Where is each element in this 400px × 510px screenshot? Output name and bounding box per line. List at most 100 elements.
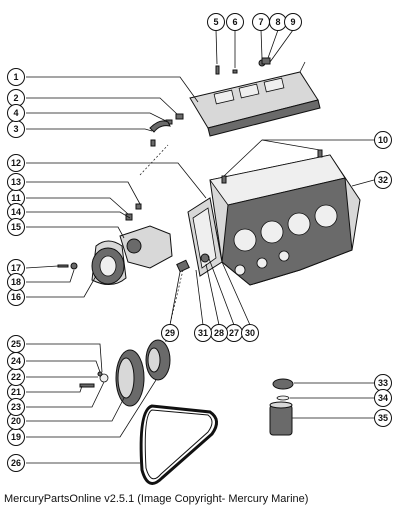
callout-leader-12 — [26, 162, 207, 199]
callout-circle-30 — [241, 324, 259, 342]
callout-number-14: 14 — [11, 207, 21, 217]
callout-number-13: 13 — [11, 177, 21, 187]
callout-32: 32 — [374, 171, 392, 189]
callout-leader-17 — [25, 265, 59, 269]
callout-leader-4 — [26, 112, 167, 122]
callout-2: 2 — [7, 89, 25, 107]
callout-26: 26 — [7, 454, 25, 472]
callout-leader-3 — [26, 128, 153, 132]
callout-leader-18 — [26, 269, 75, 283]
callout-number-22: 22 — [11, 372, 21, 382]
callout-7: 7 — [252, 13, 270, 31]
callout-number-25: 25 — [11, 339, 21, 349]
callout-18: 18 — [7, 273, 25, 291]
callout-number-26: 26 — [11, 458, 21, 468]
callout-leader-9 — [269, 29, 294, 63]
callout-leader-10-b — [261, 139, 321, 151]
callout-30: 30 — [241, 324, 259, 342]
callout-leader-11 — [26, 197, 129, 215]
callout-35: 35 — [374, 409, 392, 427]
callout-number-9: 9 — [290, 17, 295, 27]
callout-circle-29 — [161, 324, 179, 342]
callout-leader-24 — [26, 360, 101, 373]
callout-25: 25 — [7, 335, 25, 353]
callout-circle-10 — [374, 131, 392, 149]
callout-6: 6 — [226, 13, 244, 31]
hub-pulley-illustration — [91, 240, 127, 285]
callout-14: 14 — [7, 203, 25, 221]
callout-31: 31 — [194, 324, 212, 342]
callout-number-21: 21 — [11, 387, 21, 397]
callout-leader-23 — [26, 381, 105, 408]
timing-cover-illustration — [187, 197, 223, 277]
callout-circle-4 — [7, 104, 25, 122]
callout-number-15: 15 — [11, 222, 21, 232]
callout-1: 1 — [7, 68, 25, 86]
image-caption: MercuryPartsOnline v2.5.1 (Image Copyrig… — [4, 493, 309, 505]
callout-circle-6 — [226, 13, 244, 31]
callout-29: 29 — [161, 324, 179, 342]
crank-pulley-illustration — [79, 339, 171, 407]
callout-number-20: 20 — [11, 416, 21, 426]
callout-leader-8 — [267, 29, 279, 59]
callout-number-1: 1 — [13, 72, 18, 82]
callout-number-19: 19 — [11, 432, 21, 442]
callout-leader-32 — [351, 179, 375, 187]
top-fasteners-illustration — [215, 57, 271, 75]
callout-circle-12 — [7, 154, 25, 172]
callout-leader-13 — [26, 181, 141, 205]
callout-circle-34 — [374, 389, 392, 407]
callout-circle-15 — [7, 218, 25, 236]
drive-belt-illustration — [139, 404, 218, 485]
callout-number-28: 28 — [214, 328, 224, 338]
callout-5: 5 — [207, 13, 225, 31]
callout-leader-16 — [26, 275, 97, 298]
callout-8: 8 — [269, 13, 287, 31]
callout-leader-30 — [221, 261, 251, 326]
callout-number-2: 2 — [13, 93, 18, 103]
callout-number-33: 33 — [378, 378, 388, 388]
callout-leader-7 — [260, 29, 263, 59]
callout-circle-1 — [7, 68, 25, 86]
callout-16: 16 — [7, 288, 25, 306]
callout-circle-18 — [7, 273, 25, 291]
callout-leader-25 — [26, 343, 103, 373]
callout-10: 10 — [374, 131, 392, 149]
callout-circle-26 — [7, 454, 25, 472]
callout-number-24: 24 — [11, 356, 21, 366]
callout-number-17: 17 — [11, 263, 21, 273]
callout-leader-29 — [169, 271, 181, 326]
fitting-and-hose-illustration — [149, 113, 184, 147]
callout-number-29: 29 — [165, 328, 175, 338]
callout-circle-23 — [7, 398, 25, 416]
callout-24: 24 — [7, 352, 25, 370]
intake-manifold-illustration — [189, 61, 321, 137]
callout-leader-14 — [26, 211, 131, 219]
callout-leader-21 — [26, 385, 83, 393]
callout-17: 17 — [7, 259, 25, 277]
callout-4: 4 — [7, 104, 25, 122]
callout-number-10: 10 — [378, 135, 388, 145]
callout-circle-32 — [374, 171, 392, 189]
callout-number-23: 23 — [11, 402, 21, 412]
callout-leader-28 — [205, 263, 220, 326]
callout-34: 34 — [374, 389, 392, 407]
callout-23: 23 — [7, 398, 25, 416]
callout-9: 9 — [284, 13, 302, 31]
callout-leader-31 — [195, 269, 204, 326]
callout-number-4: 4 — [13, 108, 18, 118]
engine-block-illustration — [209, 149, 361, 286]
callout-number-18: 18 — [11, 277, 21, 287]
callout-circle-13 — [7, 173, 25, 191]
callout-number-35: 35 — [378, 413, 388, 423]
water-pump-illustration — [119, 144, 173, 269]
callout-leader-2 — [26, 97, 178, 115]
callout-leader-27 — [207, 255, 235, 326]
callout-number-11: 11 — [11, 193, 21, 203]
callout-circle-35 — [374, 409, 392, 427]
callout-number-6: 6 — [232, 17, 237, 27]
callout-circle-31 — [194, 324, 212, 342]
callout-number-16: 16 — [11, 292, 21, 302]
